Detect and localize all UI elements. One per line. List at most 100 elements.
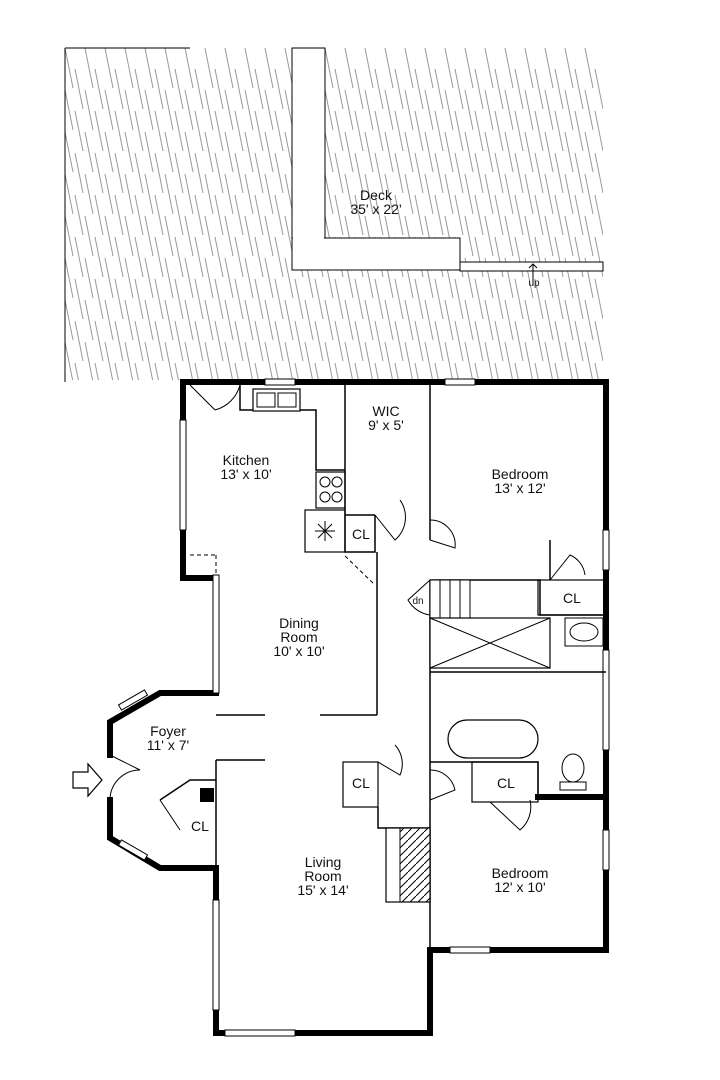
deck-board-line [134,236,144,278]
deck-board-line [394,152,404,194]
deck-board-line [524,48,534,89]
deck-board-line [124,48,134,89]
deck-board-line [65,173,74,215]
deck-board-line [314,320,324,362]
living-label-2: Room [304,868,341,884]
deck-board-line [424,341,434,380]
deck-board-line [244,215,254,257]
deck-board-line [184,173,194,215]
deck-board-line [464,173,474,215]
deck-board-line [104,341,114,380]
wic-label: WIC [372,403,399,419]
deck-board-line [84,131,94,173]
deck-board-line [194,278,204,320]
deck-board-line [184,341,194,380]
deck-board-line [384,299,394,341]
deck-board-line [274,362,279,380]
deck-board-line [264,299,274,341]
deck-board-line [314,278,324,320]
foyer-label: Foyer [150,723,186,739]
deck-board-line [514,278,524,320]
deck-board-line [184,299,194,341]
deck-board-line [74,110,84,152]
room-labels: Kitchen 13' x 10' WIC 9' x 5' Bedroom 13… [147,403,581,898]
deck-board-line [254,110,264,152]
deck-board-line [374,110,384,152]
deck-board-line [424,89,434,131]
deck-board-line [114,278,124,320]
deck-board-line [254,68,264,110]
entry-arrow-icon [72,762,103,798]
deck-board-line [404,89,414,131]
deck-board-line [184,131,194,173]
kitchen-label: Kitchen [223,452,270,468]
deck-board-line [394,320,404,362]
deck-board-line [144,341,154,380]
deck-board-line [134,68,144,110]
deck-board-line [344,48,354,89]
deck-board-line [364,299,374,341]
deck-board-line [404,173,414,215]
deck-board-line [514,68,524,110]
deck-board-line [605,258,613,298]
deck-board-line [464,48,474,89]
deck-board-line [394,194,404,236]
deck-board-line [154,236,164,278]
deck-board-line [554,110,564,152]
deck-board-line [104,89,114,131]
deck-board-line [254,320,264,362]
deck-board-line [74,236,84,278]
deck-board-line [84,341,94,380]
deck-board-line [224,48,234,89]
deck-board-line [594,110,603,152]
deck-board-line [434,362,439,380]
deck-board-line [184,215,194,257]
dining-label-2: Room [280,629,317,645]
deck-board-line [504,341,514,380]
deck-board-line [364,89,374,131]
bedroom2-label: Bedroom [492,865,549,881]
deck-board-line [234,110,244,152]
deck-board-line [94,278,104,320]
deck-board-line [214,278,224,320]
deck-board-line [264,215,274,257]
deck-board-line [74,68,84,110]
deck-board-line [364,173,374,215]
deck-board-line [224,131,234,173]
wic-size: 9' x 5' [368,417,404,433]
deck-board-line [504,173,514,215]
deck-board-line [214,152,224,194]
deck-board-line [605,48,613,88]
deck-board-line [274,320,284,362]
deck-board-line [154,152,164,194]
deck-board-line [364,131,374,173]
deck-board-line [354,278,364,320]
deck-board-line [274,152,284,194]
deck-board-line [274,110,284,152]
deck-board-line [584,131,594,173]
deck-board-line [294,320,304,362]
deck-board-line [94,362,99,380]
deck-board-line [174,152,184,194]
deck-board-line [524,215,534,257]
deck-board-line [534,152,544,194]
deck-board-line [494,362,499,380]
deck-board-line [394,110,404,152]
deck-board-line [464,89,474,131]
deck-board-line [324,131,334,173]
deck-board-line [404,131,414,173]
deck-board-line [514,152,524,194]
deck-board-line [304,299,314,341]
deck-board-line [94,194,104,236]
deck-board-line [584,48,594,89]
deck-board-line [384,131,394,173]
deck-board-line [284,299,294,341]
deck-board-line [94,236,104,278]
deck-board-line [274,236,284,278]
deck-board-line [234,362,239,380]
deck-board-line [414,362,419,380]
deck-board-line [474,194,484,236]
deck-board-line [294,278,304,320]
deck-board-line [504,89,514,131]
